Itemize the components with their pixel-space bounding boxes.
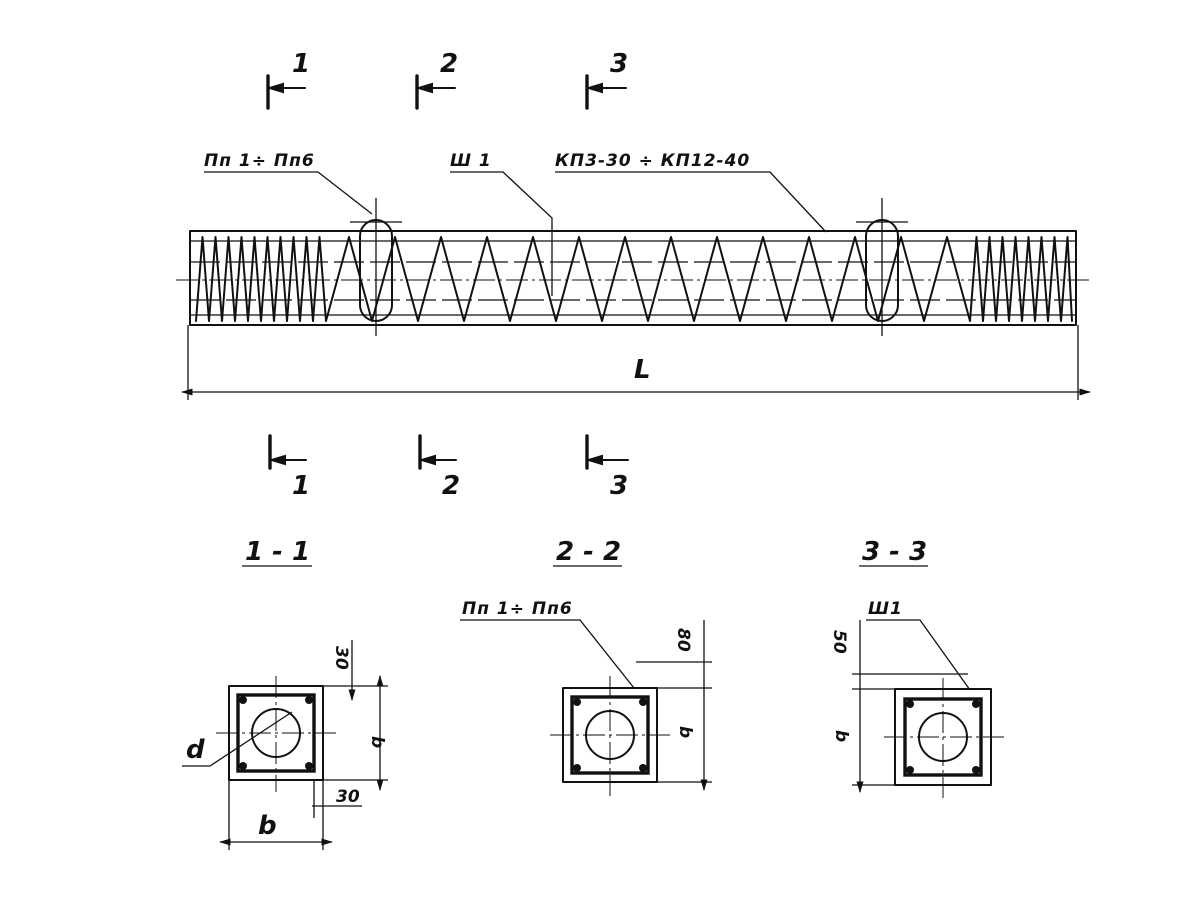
section-2-2: 2 - 2 Пп 1÷ Пп6 80 b [460,537,712,796]
svg-text:Ш 1: Ш 1 [450,151,492,171]
svg-text:30: 30 [336,787,360,807]
svg-text:3 - 3: 3 - 3 [862,537,927,567]
svg-text:1 - 1: 1 - 1 [245,537,310,567]
section-marker-3-top: 3 [585,49,628,110]
svg-text:КП3-30 ÷ КП12-40: КП3-30 ÷ КП12-40 [555,151,750,171]
section-marker-2-top: 2 [415,49,458,110]
svg-text:2: 2 [442,471,460,501]
svg-text:2 - 2: 2 - 2 [556,537,621,567]
svg-text:d: d [186,735,205,765]
svg-text:80: 80 [673,628,693,652]
svg-text:3: 3 [610,49,628,79]
pile-elevation: Пп 1÷ Пп6 Ш 1 КП3-30 ÷ КП12-40 L [176,151,1092,400]
pile-outline [189,230,1077,326]
section-marker-1-top: 1 [266,49,310,110]
svg-text:Пп 1÷ Пп6: Пп 1÷ Пп6 [204,151,315,171]
svg-text:Пп 1÷ Пп6: Пп 1÷ Пп6 [462,599,573,619]
svg-text:b: b [367,736,387,748]
callout-frame: КП3-30 ÷ КП12-40 [555,151,827,233]
svg-text:b: b [831,730,851,742]
spiral-reinforcement [195,236,1073,322]
section-marker-1-bottom: 1 [268,434,310,501]
length-dimension: L [180,325,1092,400]
svg-text:1: 1 [292,49,310,79]
callout-loops: Пп 1÷ Пп6 [204,151,373,215]
section-marker-2-bottom: 2 [418,434,460,501]
callout-spiral: Ш 1 [450,151,553,296]
svg-text:L: L [634,355,651,385]
svg-text:3: 3 [610,471,628,501]
svg-text:30: 30 [331,646,351,670]
lifting-loop-left [350,198,402,336]
section-3-3: 3 - 3 Ш1 50 b [829,537,1004,798]
svg-text:1: 1 [292,471,310,501]
svg-text:2: 2 [440,49,458,79]
section-1-1: 1 - 1 d b 30 30 b [182,537,388,850]
svg-text:50: 50 [829,630,849,654]
lifting-loop-right [856,198,908,336]
svg-text:b: b [675,726,695,738]
svg-text:Ш1: Ш1 [868,599,903,619]
section-marker-3-bottom: 3 [585,434,629,501]
svg-text:b: b [258,811,277,841]
